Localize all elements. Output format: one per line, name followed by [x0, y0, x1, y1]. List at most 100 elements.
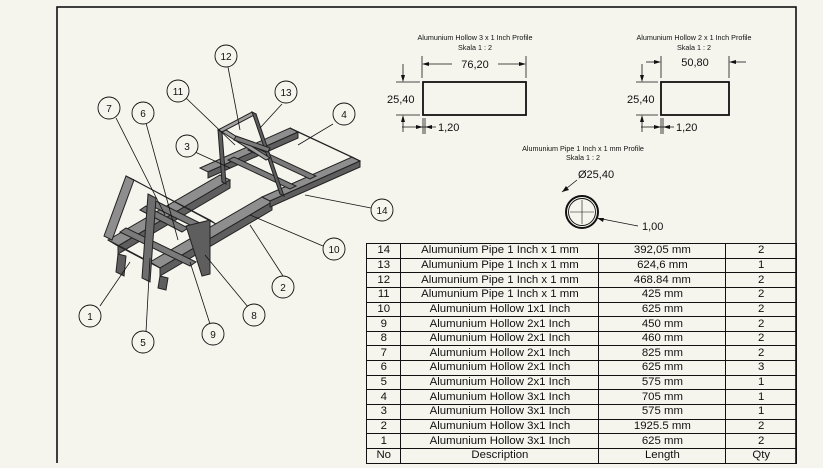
bom-cell-description: Alumunium Hollow 1x1 Inch	[400, 301, 600, 318]
balloon-10: 10	[322, 237, 346, 261]
balloon-12: 12	[214, 44, 238, 68]
bom-cell-no: 14	[365, 243, 402, 259]
bom-cell-no: 13	[365, 257, 402, 274]
svg-text:9: 9	[210, 330, 216, 341]
bom-cell-no: 12	[365, 272, 402, 288]
svg-text:14: 14	[376, 206, 388, 217]
bom-cell-qty: 1	[725, 404, 797, 420]
profile-pipe-wall-dim: 1,00	[642, 221, 663, 233]
svg-text:8: 8	[251, 311, 257, 322]
bom-cell-description: Alumunium Hollow 2x1 Inch	[400, 345, 600, 362]
balloon-2: 2	[271, 275, 295, 299]
balloon-6: 6	[131, 101, 155, 125]
profile-pipe-title: Alumunium Pipe 1 Inch x 1 mm Profile	[522, 144, 644, 153]
profile-3x1-height-dim: 25,40	[387, 94, 415, 106]
bom-header-row: No Description Length Qty	[365, 447, 797, 464]
balloon-14: 14	[370, 198, 394, 222]
bom-cell-qty: 2	[725, 330, 797, 347]
bom-cell-length: 575 mm	[598, 404, 727, 420]
profile-hollow-3x1: Alumunium Hollow 3 x 1 Inch Profile Skal…	[387, 33, 533, 134]
bom-cell-length: 460 mm	[598, 330, 727, 347]
bom-cell-no: 5	[365, 374, 402, 391]
profile-pipe-inner	[568, 198, 596, 226]
bom-cell-no: 3	[365, 404, 402, 420]
profile-hollow-2x1: Alumunium Hollow 2 x 1 Inch Profile Skal…	[627, 33, 752, 134]
profile-pipe-outer	[565, 195, 599, 229]
profile-3x1-width-dim: 76,20	[461, 59, 489, 71]
balloon-11: 11	[166, 79, 190, 103]
svg-text:5: 5	[140, 338, 146, 349]
bom-cell-qty: 2	[725, 418, 797, 435]
bom-cell-length: 625 mm	[598, 301, 727, 318]
balloon-13: 13	[274, 80, 298, 104]
bom-cell-no: 7	[365, 345, 402, 362]
profile-pipe-diameter-dim: Ø25,40	[578, 169, 614, 181]
bom-cell-no: 1	[365, 433, 402, 449]
bom-cell-description: Alumunium Hollow 2x1 Inch	[400, 316, 600, 332]
bom-cell-description: Alumunium Hollow 3x1 Inch	[400, 418, 600, 435]
bom-cell-no: 9	[365, 316, 402, 332]
bom-cell-length: 625 mm	[598, 433, 727, 449]
bom-cell-length: 392,05 mm	[598, 243, 727, 259]
bom-cell-length: 624,6 mm	[598, 257, 727, 274]
balloon-1: 1	[78, 304, 102, 328]
bom-header-no: No	[365, 447, 402, 464]
profile-3x1-scale: Skala 1 : 2	[458, 43, 492, 52]
sheet-border	[56, 6, 797, 468]
bom-cell-description: Alumunium Pipe 1 Inch x 1 mm	[400, 243, 600, 259]
bom-cell-description: Alumunium Hollow 2x1 Inch	[400, 330, 600, 347]
bom-cell-no: 11	[365, 286, 402, 303]
balloon-5: 5	[131, 330, 155, 354]
svg-text:4: 4	[341, 110, 347, 121]
bom-cell-no: 6	[365, 360, 402, 376]
bom-cell-length: 468.84 mm	[598, 272, 727, 288]
profile-3x1-wall-dim: 1,20	[438, 122, 459, 134]
bom-cell-qty: 2	[725, 243, 797, 259]
bom-cell-qty: 2	[725, 433, 797, 449]
bom-cell-no: 4	[365, 389, 402, 406]
bom-cell-length: 625 mm	[598, 360, 727, 376]
balloon-8: 8	[242, 303, 266, 327]
svg-text:2: 2	[280, 283, 286, 294]
bom-cell-description: Alumunium Pipe 1 Inch x 1 mm	[400, 272, 600, 288]
bom-cell-description: Alumunium Hollow 3x1 Inch	[400, 404, 600, 420]
profile-2x1-title: Alumunium Hollow 2 x 1 Inch Profile	[636, 33, 751, 42]
balloon-4: 4	[332, 102, 356, 126]
bom-cell-no: 10	[365, 301, 402, 318]
bom-header-qty: Qty	[725, 447, 797, 464]
bom-cell-length: 705 mm	[598, 389, 727, 406]
profile-2x1-width-dim: 50,80	[681, 57, 709, 69]
svg-text:3: 3	[184, 142, 190, 153]
profile-2x1-scale: Skala 1 : 2	[677, 43, 711, 52]
bom-cell-description: Alumunium Hollow 3x1 Inch	[400, 433, 600, 449]
bom-cell-length: 1925.5 mm	[598, 418, 727, 435]
bom-cell-length: 425 mm	[598, 286, 727, 303]
bom-cell-qty: 1	[725, 389, 797, 406]
profile-3x1-title: Alumunium Hollow 3 x 1 Inch Profile	[417, 33, 532, 42]
bom-cell-qty: 2	[725, 286, 797, 303]
profile-3x1-shape	[422, 81, 527, 116]
svg-text:7: 7	[106, 104, 112, 115]
bom-header-length: Length	[598, 447, 727, 464]
bom-cell-length: 450 mm	[598, 316, 727, 332]
profile-2x1-wall-dim: 1,20	[676, 122, 697, 134]
balloon-7: 7	[97, 96, 121, 120]
balloon-leaders	[99, 66, 372, 333]
bom-cell-qty: 3	[725, 360, 797, 376]
bom-cell-no: 8	[365, 330, 402, 347]
